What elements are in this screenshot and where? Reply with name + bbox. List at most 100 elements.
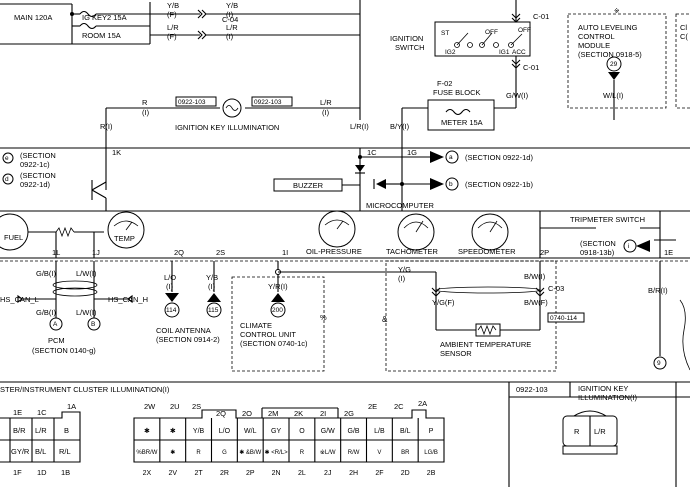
svg-text:B/L: B/L — [35, 447, 46, 456]
svg-text:AUTO LEVELING: AUTO LEVELING — [578, 23, 638, 32]
connector-2-pin: ✱ — [170, 427, 176, 435]
svg-text:G/B(I): G/B(I) — [36, 269, 57, 278]
svg-text:L/R: L/R — [35, 426, 47, 435]
coil-antenna-label: COIL ANTENNA — [156, 326, 211, 335]
svg-text:1F: 1F — [13, 468, 22, 477]
svg-text:B/W(I): B/W(I) — [524, 272, 546, 281]
svg-text:A: A — [53, 321, 58, 328]
svg-text:Cl: Cl — [680, 23, 687, 32]
svg-text:Y/G(F): Y/G(F) — [432, 298, 455, 307]
svg-text:0922-1d): 0922-1d) — [20, 180, 51, 189]
connector-c01-bottom: C-01 — [523, 63, 539, 72]
svg-text:IGNITION: IGNITION — [390, 34, 423, 43]
pin-2p: 2P — [540, 248, 549, 257]
connector-2-pin: ✱ &B/W — [239, 449, 261, 456]
svg-text:(SECTION: (SECTION — [20, 151, 56, 160]
svg-text:G/B(I): G/B(I) — [36, 308, 57, 317]
svg-text:R: R — [142, 98, 148, 107]
svg-text:CONTROL UNIT: CONTROL UNIT — [240, 330, 296, 339]
pin-1k: 1K — [112, 148, 121, 157]
svg-text:115: 115 — [208, 307, 219, 314]
connector-c03: C-03 — [548, 284, 564, 293]
microcomputer-label: MICROCOMPUTER — [366, 201, 434, 210]
gauge-speedometer: SPEEDOMETER — [458, 247, 516, 256]
svg-text:2I: 2I — [320, 409, 326, 418]
svg-text:OFF: OFF — [485, 29, 498, 36]
connector-2-pin: B/L — [400, 428, 411, 435]
svg-text:e: e — [5, 155, 9, 162]
bottom-title: STER/INSTRUMENT CLUSTER ILLUMINATION(I) — [0, 385, 170, 394]
connector-2-pin: G/W — [321, 428, 335, 435]
svg-text:2C: 2C — [394, 402, 404, 411]
ref-0922-103-left: 0922-103 — [178, 99, 206, 106]
svg-text:1A: 1A — [67, 402, 76, 411]
auto-leveling-module: ※ AUTO LEVELING CONTROL MODULE (SECTION … — [567, 8, 690, 120]
climate-control-unit-label: CLIMATE — [240, 321, 272, 330]
connector-2-pin: LG/B — [424, 450, 438, 456]
out-section-0922-1d: (SECTION 0922-1d) — [465, 153, 533, 162]
connector-1: 1E 1C 1A B/R L/R B GY/R B/L R/L 1F 1D 1B — [0, 402, 81, 477]
wire-gw: G/W(I) — [506, 91, 529, 100]
svg-text:9: 9 — [657, 360, 661, 367]
wire-by: B/Y(I) — [390, 122, 410, 131]
svg-text:2W: 2W — [144, 402, 156, 411]
svg-text:2O: 2O — [242, 409, 252, 418]
svg-text:SWITCH: SWITCH — [395, 43, 425, 52]
connector-2-pin: 2T — [194, 470, 203, 477]
svg-text:%: % — [320, 313, 327, 322]
svg-text:Y/R(I): Y/R(I) — [268, 282, 288, 291]
connector-2-pin: R — [300, 450, 305, 456]
svg-text:R/L: R/L — [59, 447, 71, 456]
svg-text:B: B — [64, 426, 69, 435]
svg-text:(SECTION: (SECTION — [580, 239, 616, 248]
connector-2-pin: %BR/W — [136, 450, 157, 456]
connector-2-pin: W/L — [244, 428, 257, 435]
wire-lr-i: L/R(I) — [350, 122, 369, 131]
ambient-temperature-sensor-label: AMBIENT TEMPERATURE — [440, 340, 531, 349]
gauge-tachometer: TACHOMETER — [386, 247, 439, 256]
svg-text:ILLUMINATION(I): ILLUMINATION(I) — [578, 393, 638, 402]
svg-text:C(: C( — [680, 32, 688, 41]
svg-text:(I): (I) — [208, 282, 216, 291]
svg-text:200: 200 — [272, 307, 283, 314]
wire-yb-f: Y/B — [167, 1, 179, 10]
svg-text:L/R: L/R — [594, 427, 606, 436]
svg-text:(I): (I) — [226, 10, 234, 19]
connector-2-pin: O — [299, 428, 305, 435]
svg-text:SENSOR: SENSOR — [440, 349, 472, 358]
svg-text:L/O: L/O — [164, 273, 176, 282]
connector-2-pin: 2L — [298, 470, 306, 477]
svg-text:2K: 2K — [294, 409, 303, 418]
ignition-key-connector: R L/R — [562, 410, 618, 455]
svg-text:MODULE: MODULE — [578, 41, 610, 50]
connector-2-pin: 2H — [349, 470, 358, 477]
pin-1e: 1E — [664, 248, 673, 257]
svg-text:1C: 1C — [37, 408, 47, 417]
connector-2-pin: G — [222, 450, 227, 456]
ref-0922-103-right: 0922-103 — [254, 99, 282, 106]
gauges: FUEL TEMP OIL-PRESSURE TACHOMETER SPEEDO… — [0, 210, 676, 258]
connector-c04: C-04 — [222, 15, 238, 24]
out-section-0922-1b: (SECTION 0922-1b) — [465, 180, 533, 189]
svg-text:b: b — [449, 181, 453, 188]
connector-2-pin: 2F — [375, 470, 383, 477]
svg-text:2Q: 2Q — [216, 409, 226, 418]
svg-text:B: B — [91, 321, 95, 328]
tripmeter-switch-label: TRIPMETER SWITCH — [570, 215, 645, 224]
connector-2-pin: P — [429, 428, 434, 435]
svg-text:※: ※ — [614, 8, 620, 15]
hs-can-h: HS_CAN_H — [108, 295, 148, 304]
svg-text:2A: 2A — [418, 399, 427, 408]
wire-r-i: R(I) — [100, 122, 113, 131]
cluster-pins: 1L 1J 2Q 2S 1I 2P 1E — [52, 248, 673, 257]
svg-text:F-02: F-02 — [437, 79, 452, 88]
connector-2-pin: 2B — [427, 470, 436, 477]
svg-text:L/R: L/R — [320, 98, 332, 107]
connector-2-pin: G/B — [348, 428, 360, 435]
svg-text:GY/R: GY/R — [11, 447, 30, 456]
svg-text:a: a — [449, 154, 453, 161]
connector-2-pin: R/W — [348, 450, 360, 456]
svg-text:0918-13b): 0918-13b) — [580, 248, 615, 257]
